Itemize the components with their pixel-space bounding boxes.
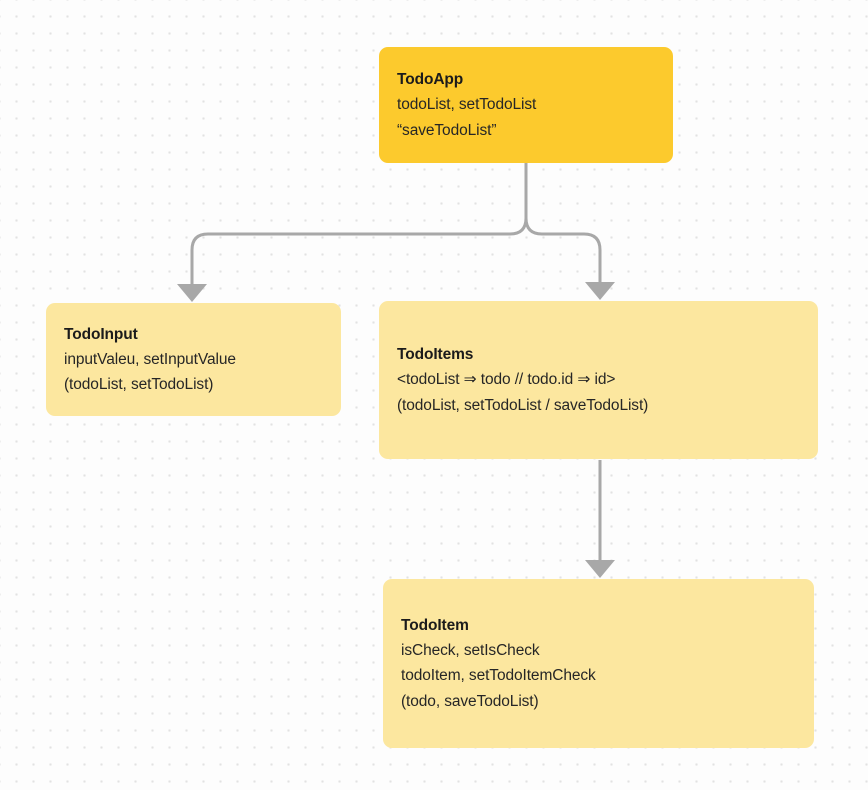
node-todoitems-line-2: (todoList, setTodoList / saveTodoList) <box>397 396 649 414</box>
node-todoapp[interactable]: TodoApp todoList, setTodoList “saveTodoL… <box>379 47 673 163</box>
node-todoitem[interactable]: TodoItem isCheck, setIsCheck todoItem, s… <box>383 579 814 748</box>
node-todoinput-title: TodoInput <box>64 325 138 343</box>
arrowhead-todoinput <box>177 284 207 302</box>
arrowhead-todoitems <box>585 282 615 300</box>
node-todoapp-line-2: “saveTodoList” <box>397 121 497 139</box>
arrowhead-todoitem <box>585 560 615 578</box>
node-todoitem-line-2: todoItem, setTodoItemCheck <box>401 667 596 685</box>
node-todoitems-title: TodoItems <box>397 346 474 363</box>
node-todoapp-title: TodoApp <box>397 71 464 88</box>
node-todoitems[interactable]: TodoItems <todoList ⇒ todo // todo.id ⇒ … <box>379 301 818 459</box>
node-todoinput-line-1: inputValeu, setInputValue <box>64 350 236 368</box>
node-todoapp-line-1: todoList, setTodoList <box>397 96 537 113</box>
node-todoinput[interactable]: TodoInput inputValeu, setInputValue (tod… <box>46 303 341 416</box>
node-todoinput-line-2: (todoList, setTodoList) <box>64 376 214 393</box>
edge-todoapp-to-todoinput <box>190 163 528 288</box>
node-todoitems-line-1: <todoList ⇒ todo // todo.id ⇒ id> <box>397 371 616 388</box>
node-todoitem-line-3: (todo, saveTodoList) <box>401 692 539 710</box>
edge-todoapp-to-todoitems <box>524 217 602 286</box>
node-todoitem-title: TodoItem <box>401 616 469 634</box>
node-todoitem-line-1: isCheck, setIsCheck <box>401 641 540 659</box>
